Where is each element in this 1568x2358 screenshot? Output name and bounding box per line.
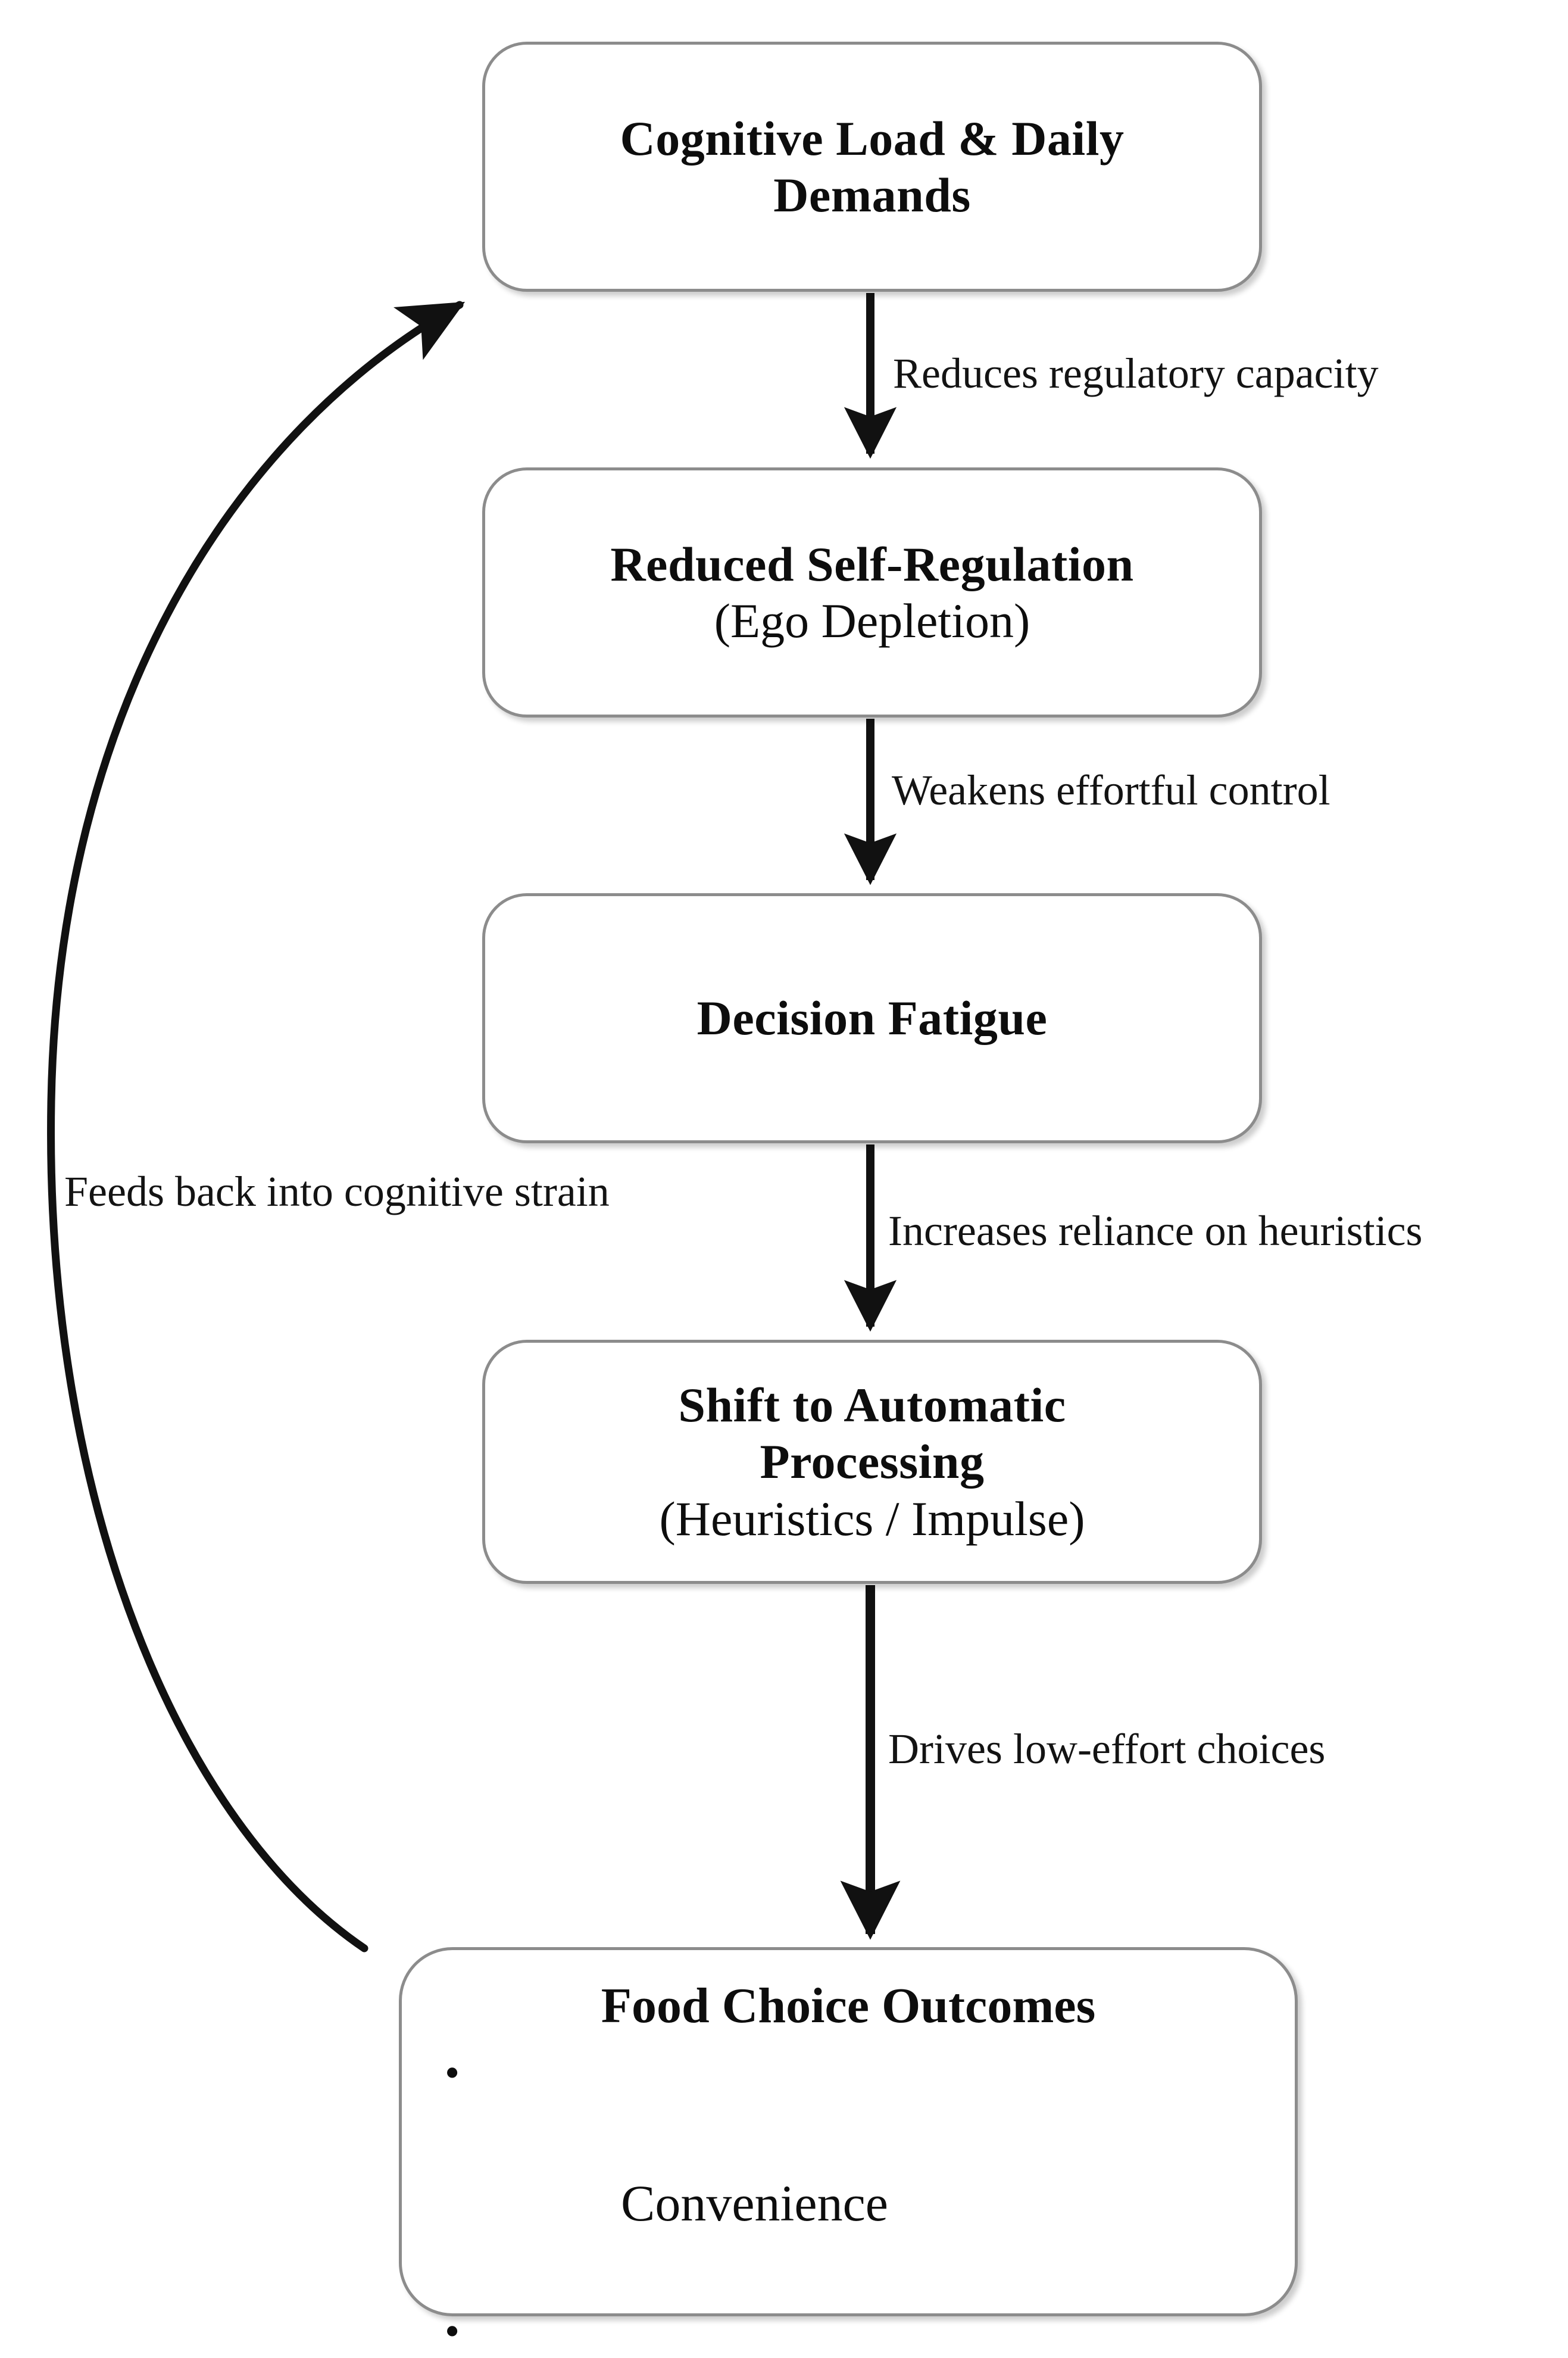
arrow-edge-feedback	[47, 301, 466, 1952]
node-reduced-self-regulation-line-2: (Ego Depletion)	[714, 594, 1030, 648]
edge-label-reduces-regulatory-capacity: Reduces regulatory capacity	[893, 350, 1379, 397]
edge-label-weakens-effortful-control: Weakens effortful control	[892, 766, 1330, 814]
node-shift-to-automatic-processing-line-1: Shift to Automatic	[678, 1378, 1066, 1433]
node-reduced-self-regulation-line-1: Reduced Self-Regulation	[610, 537, 1134, 591]
outcome-list: • Convenience • Energy-dense foods • Red…	[402, 2042, 1295, 2358]
node-food-choice-outcomes[interactable]: Food Choice Outcomes • Convenience • Ene…	[399, 1947, 1298, 2355]
node-decision-fatigue[interactable]: Decision Fatigue	[482, 893, 1262, 1143]
bullet-icon: •	[445, 2307, 460, 2355]
node-reduced-self-regulation[interactable]: Reduced Self-Regulation (Ego Depletion)	[482, 467, 1262, 718]
node-cognitive-load-line-1: Cognitive Load & Daily	[620, 111, 1125, 166]
node-shift-to-automatic-processing-line-3: (Heuristics / Impulse)	[659, 1491, 1085, 1546]
node-food-choice-outcomes-title: Food Choice Outcomes	[601, 1978, 1096, 2033]
edge-label-drives-low-effort-choices: Drives low-effort choices	[888, 1725, 1326, 1773]
node-shift-to-automatic-processing-line-2: Processing	[760, 1434, 985, 1489]
bullet-icon: •	[445, 2049, 460, 2097]
edge-label-feeds-back-into-cognitive-strain: Feeds back into cognitive strain	[64, 1168, 610, 1215]
node-shift-to-automatic-processing[interactable]: Shift to Automatic Processing (Heuristic…	[482, 1340, 1262, 1584]
list-item: • Energy-dense foods	[402, 2300, 1295, 2358]
list-item-label: Convenience	[621, 2175, 888, 2232]
edge-label-increases-reliance-on-heuristics: Increases reliance on heuristics	[888, 1207, 1423, 1255]
node-cognitive-load[interactable]: Cognitive Load & Daily Demands	[482, 42, 1262, 292]
node-cognitive-load-line-2: Demands	[773, 168, 971, 222]
list-item: • Convenience	[402, 2042, 1295, 2300]
node-decision-fatigue-line-1: Decision Fatigue	[696, 991, 1048, 1046]
